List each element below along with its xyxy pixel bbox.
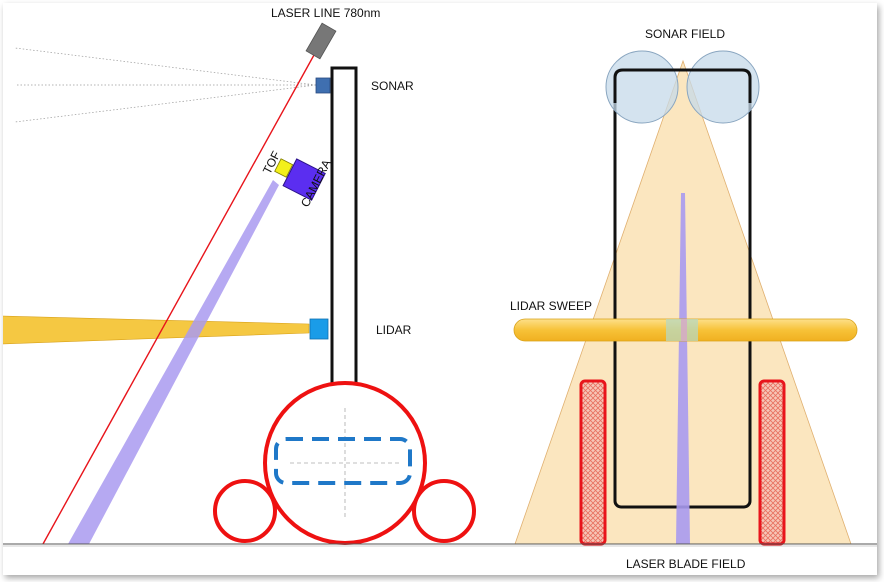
camera-body xyxy=(282,158,326,201)
sonar-field-left xyxy=(605,50,679,124)
right-track xyxy=(758,379,786,546)
lidar-beam xyxy=(3,315,310,345)
left-track xyxy=(579,379,607,546)
lidar-label: LIDAR xyxy=(376,323,412,337)
sonar-label: SONAR xyxy=(371,79,414,93)
lidar-sweep-label: LIDAR SWEEP xyxy=(510,299,593,313)
sonar-sensor xyxy=(315,77,331,94)
chassis-outline xyxy=(274,437,412,485)
robot-sensor-diagram xyxy=(3,22,877,547)
sonar-field-label: SONAR FIELD xyxy=(645,27,726,41)
right-wheel xyxy=(412,479,476,543)
tof-beam xyxy=(68,180,279,544)
sonar-rays xyxy=(14,47,317,123)
camera-tof-unit xyxy=(274,158,326,201)
sonar-field-right xyxy=(686,50,760,124)
left-wheel xyxy=(213,479,277,543)
diagram-frame: LASER LINE 780nm SONAR TOF CAMERA LIDAR … xyxy=(3,3,877,575)
laser-line-label: LASER LINE 780nm xyxy=(271,6,381,20)
laser-emitter xyxy=(305,22,337,60)
robot-base-side xyxy=(213,381,476,545)
laser-line xyxy=(42,54,315,545)
tof-sensor xyxy=(274,158,294,178)
laser-blade-field-label: LASER BLADE FIELD xyxy=(626,557,746,571)
lidar-sensor xyxy=(309,318,329,340)
laser-blade-line xyxy=(676,193,690,544)
robot-mast xyxy=(330,66,358,390)
